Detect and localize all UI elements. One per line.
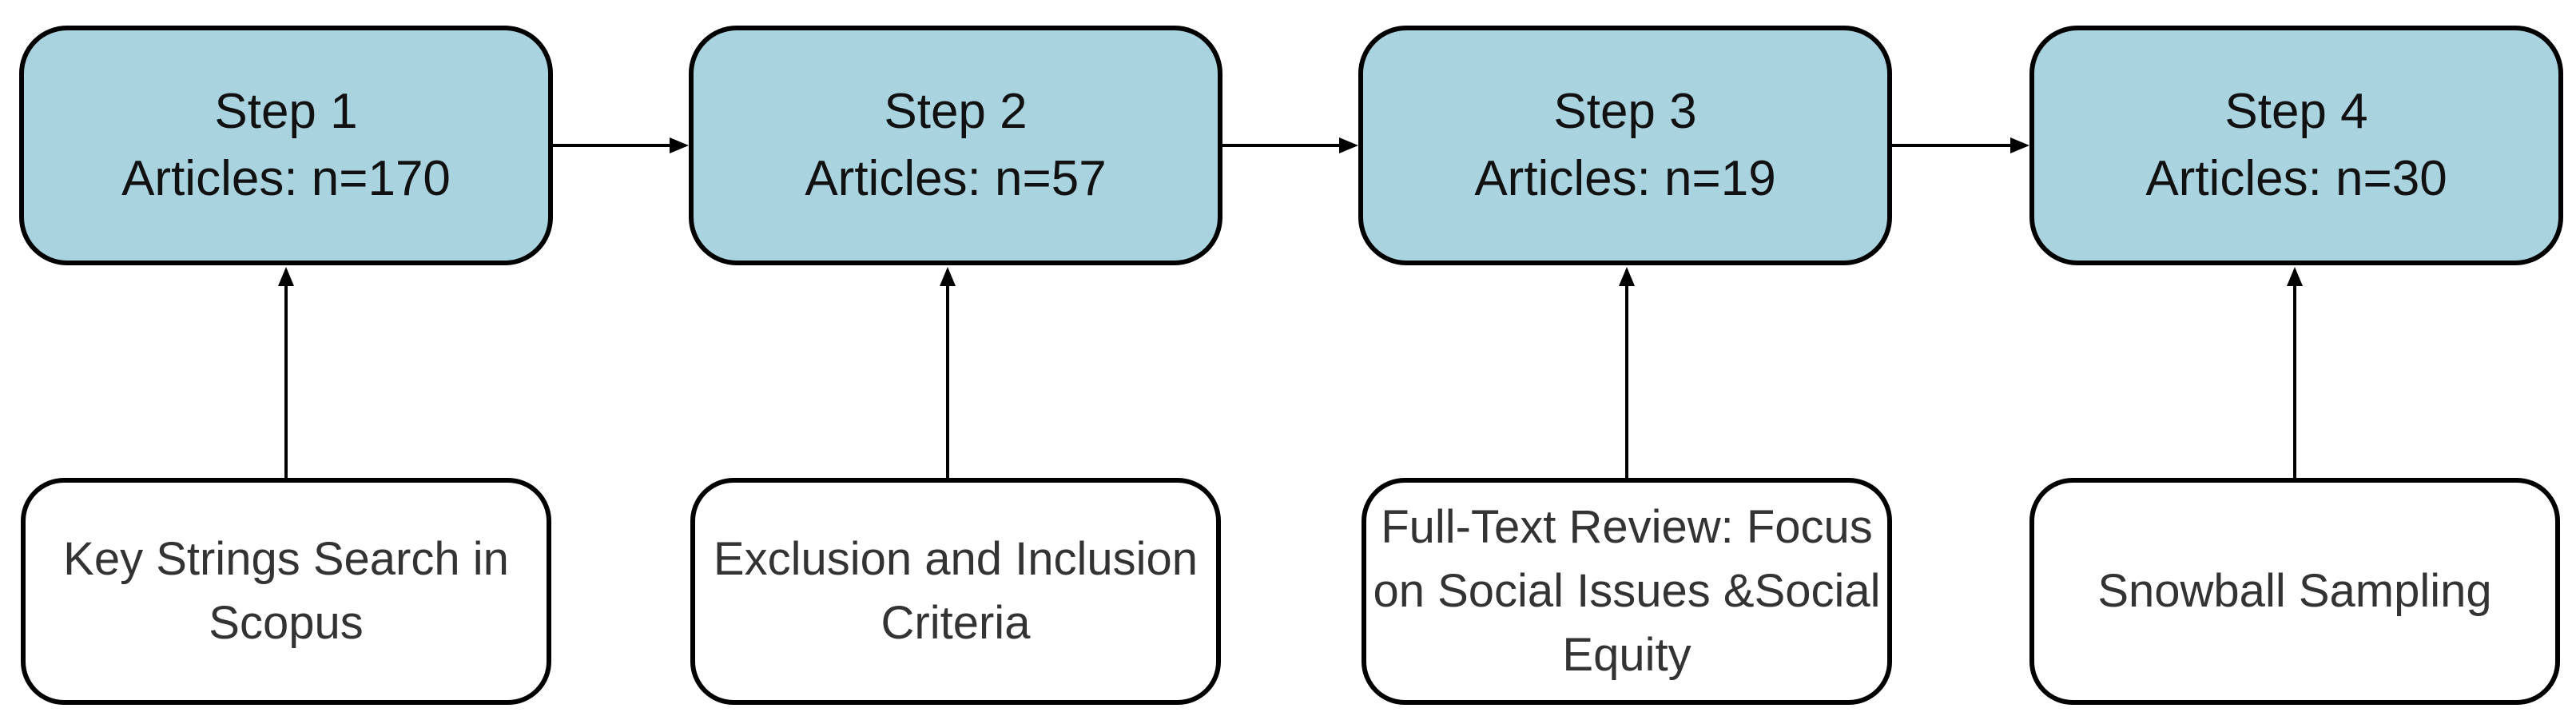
criteria-key-strings-search-box: Key Strings Search in Scopus	[21, 478, 551, 705]
criteria-full-text-review-box: Full-Text Review: Focus on Social Issues…	[1362, 478, 1892, 705]
step-3-title: Step 3	[1553, 84, 1697, 139]
step-1-box: Step 1 Articles: n=170	[19, 26, 553, 265]
criteria-exclusion-inclusion-label: Exclusion and Inclusion Criteria	[713, 533, 1199, 649]
arrowhead-up-step1	[278, 267, 294, 286]
criteria-key-strings-search-label: Key Strings Search in Scopus	[63, 533, 509, 649]
step-4-box: Step 4 Articles: n=30	[2029, 26, 2563, 265]
step-4-article-count: Articles: n=30	[2145, 151, 2447, 206]
arrowhead-up-step3	[1619, 267, 1635, 286]
step-4-title: Step 4	[2224, 84, 2368, 139]
arrowhead-up-step2	[940, 267, 956, 286]
step-3-box: Step 3 Articles: n=19	[1358, 26, 1892, 265]
step-2-box: Step 2 Articles: n=57	[689, 26, 1222, 265]
arrowhead-step2	[670, 137, 689, 153]
step-2-title: Step 2	[884, 84, 1028, 139]
step-1-article-count: Articles: n=170	[121, 151, 451, 206]
step-1-title: Step 1	[214, 84, 358, 139]
arrowhead-up-step4	[2287, 267, 2303, 286]
arrowhead-step3	[1339, 137, 1358, 153]
step-2-article-count: Articles: n=57	[805, 151, 1107, 206]
arrowhead-step4	[2010, 137, 2029, 153]
step-3-article-count: Articles: n=19	[1474, 151, 1776, 206]
criteria-exclusion-inclusion-box: Exclusion and Inclusion Criteria	[690, 478, 1221, 705]
criteria-snowball-sampling-label: Snowball Sampling	[2097, 565, 2492, 617]
criteria-snowball-sampling-box: Snowball Sampling	[2029, 478, 2560, 705]
criteria-full-text-review-label: Full-Text Review: Focus on Social Issues…	[1373, 501, 1881, 681]
